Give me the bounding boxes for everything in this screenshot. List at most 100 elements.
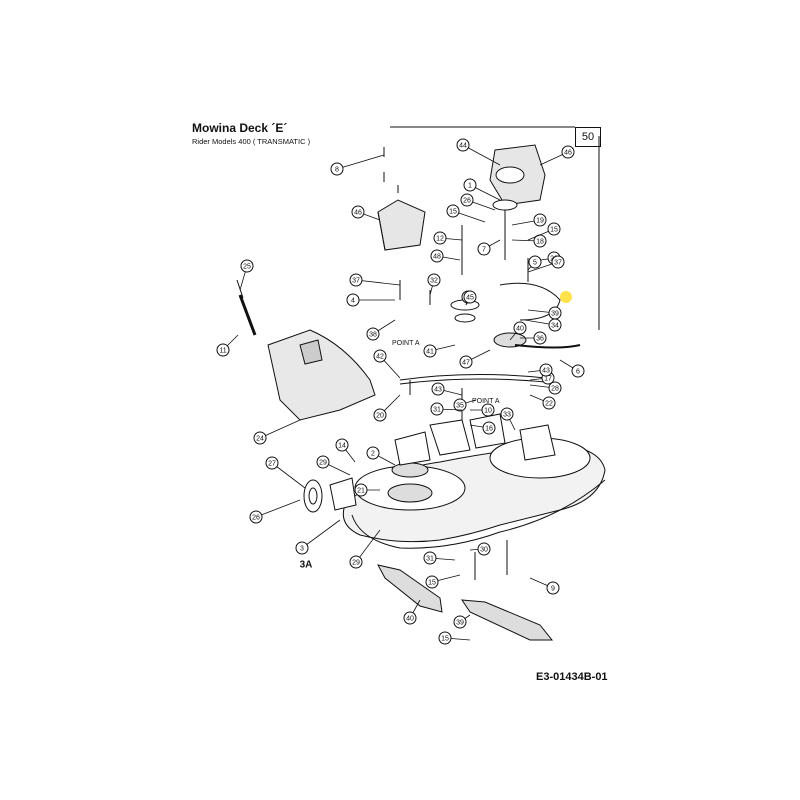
callout-48: 48 <box>430 249 461 263</box>
callout-circle <box>548 381 562 395</box>
callout-number: 25 <box>243 264 251 271</box>
callout-circle <box>373 408 387 422</box>
callout-circle <box>295 541 309 555</box>
callout-number: 24 <box>256 436 264 443</box>
callout-number: 40 <box>516 326 524 333</box>
callout-circle <box>373 349 387 363</box>
callout-11: 11 <box>216 334 239 357</box>
callout-number: 30 <box>480 547 488 554</box>
callout-number: 29 <box>319 460 327 467</box>
callout-26: 26 <box>460 193 496 211</box>
callout-circle <box>427 273 441 287</box>
callout-47: 47 <box>459 349 491 369</box>
callout-circle <box>403 611 417 625</box>
callout-circle <box>547 222 561 236</box>
callout-5: 5 <box>527 255 542 271</box>
callout-number: 22 <box>545 401 553 408</box>
callout-circle <box>316 455 330 469</box>
callout-20: 20 <box>373 394 401 422</box>
callout-6: 6 <box>559 359 585 378</box>
callout-circle <box>253 431 267 445</box>
callout-number: 10 <box>484 408 492 415</box>
callout-number: 29 <box>352 560 360 567</box>
mowing-deck <box>329 413 606 549</box>
callout-number: 43 <box>434 387 442 394</box>
mower-blade-left <box>377 564 443 613</box>
callout-number: 42 <box>376 354 384 361</box>
callout-number: 41 <box>426 349 434 356</box>
point-a-label: POINT A <box>472 398 500 405</box>
callout-circle <box>542 396 556 410</box>
callout-40: 40 <box>403 599 421 625</box>
callout-number: 26 <box>252 515 260 522</box>
callout-28: 28 <box>529 381 562 395</box>
callout-number: 15 <box>428 580 436 587</box>
callout-circle <box>335 438 349 452</box>
callout-45: 45 <box>463 290 477 306</box>
callout-number: 43 <box>542 368 550 375</box>
callout-leader <box>355 279 401 286</box>
callout-circle <box>482 421 496 435</box>
callout-number: 15 <box>441 636 449 643</box>
callout-19: 19 <box>511 213 547 227</box>
callout-leader <box>255 499 301 518</box>
callout-31: 31 <box>423 551 456 565</box>
callout-number: 32 <box>430 278 438 285</box>
callout-8: 8 <box>330 154 385 176</box>
belt-guard-left <box>377 199 426 251</box>
callout-circle <box>430 249 444 263</box>
drive-belt <box>399 282 581 385</box>
callout-number: 5 <box>533 260 537 267</box>
callout-27: 27 <box>265 456 306 489</box>
callout-number: 6 <box>576 369 580 376</box>
document-number: E3-01434B-01 <box>536 671 608 683</box>
callout-circle <box>477 542 491 556</box>
callout-number: 3 <box>300 546 304 553</box>
callout-circle <box>460 193 474 207</box>
callout-circle <box>513 321 527 335</box>
callout-3: 3 <box>295 519 341 555</box>
callout-number: 21 <box>357 488 365 495</box>
callout-4: 4 <box>346 293 395 307</box>
callout-1: 1 <box>463 178 501 201</box>
callout-number: 17 <box>544 376 552 383</box>
callout-36: 36 <box>520 331 547 345</box>
callout-39: 39 <box>453 614 471 629</box>
callout-circle <box>481 403 495 417</box>
callout-number: 12 <box>436 236 444 243</box>
callout-7: 7 <box>477 239 501 256</box>
callout-circle <box>349 555 363 569</box>
callout-circle <box>463 178 477 192</box>
callout-number: 9 <box>551 586 555 593</box>
callout-circle <box>265 456 279 470</box>
callout-21: 21 <box>354 483 380 497</box>
hardware-group-8 <box>383 147 399 193</box>
callout-3A: 3A <box>300 560 313 571</box>
belt-guard-right <box>489 144 546 206</box>
callout-circle <box>425 575 439 589</box>
gauge-wheel <box>303 479 323 513</box>
callout-31: 31 <box>430 402 463 416</box>
callout-circle <box>561 145 575 159</box>
callout-circle <box>349 273 363 287</box>
callout-12: 12 <box>433 231 463 245</box>
callout-circle <box>366 446 380 460</box>
callout-leader <box>336 154 385 170</box>
callout-17: 17 <box>529 371 555 385</box>
callout-number: 19 <box>536 218 544 225</box>
callout-number: 35 <box>456 403 464 410</box>
callout-circle <box>539 363 553 377</box>
callout-number: 8 <box>335 167 339 174</box>
callout-number: 40 <box>406 616 414 623</box>
callout-number: 39 <box>456 620 464 627</box>
callout-number: 31 <box>433 407 441 414</box>
callout-circle <box>459 355 473 369</box>
callout-circle <box>446 204 460 218</box>
callout-9: 9 <box>529 577 560 595</box>
callout-circle <box>366 327 380 341</box>
callout-43: 43 <box>527 363 553 377</box>
callout-circle <box>456 138 470 152</box>
callout-number: 46 <box>354 210 362 217</box>
highlight-marker <box>560 291 572 303</box>
